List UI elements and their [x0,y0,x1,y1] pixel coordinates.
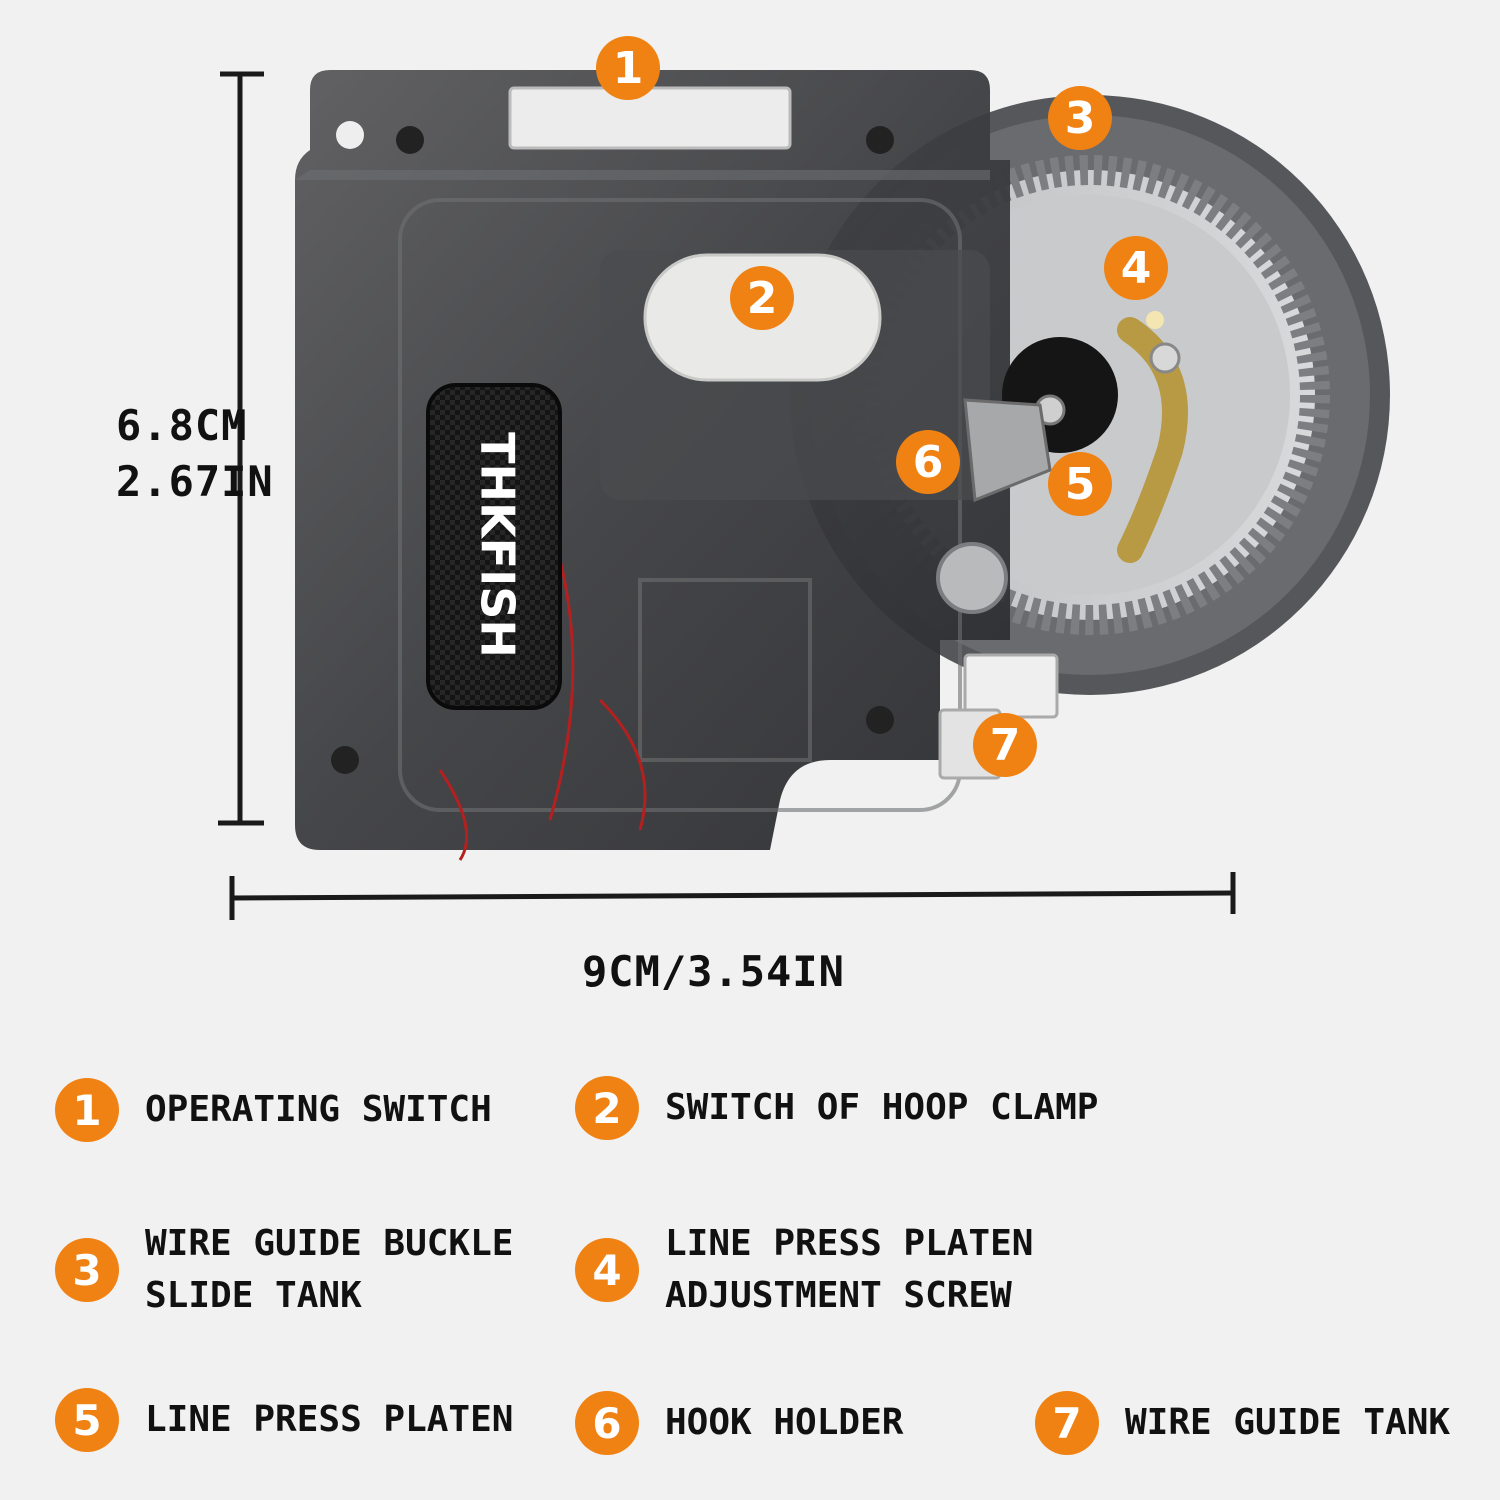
width-label: 9CM/3.54IN [582,947,845,996]
legend-item-7: 7 WIRE GUIDE TANK [1035,1391,1450,1455]
legend-badge: 3 [55,1238,119,1302]
legend-label-line: SLIDE TANK [145,1275,362,1316]
wire-guide-tank [963,653,1059,719]
height-label: 6.8CM 2.67IN [116,398,274,510]
legend-badge: 1 [55,1078,119,1142]
legend-label-line: SWITCH OF HOOP CLAMP [665,1087,1099,1128]
legend-label-line: WIRE GUIDE TANK [1125,1402,1451,1443]
legend-label-line: LINE PRESS PLATEN [145,1399,514,1440]
brand-logo-text: THKFISH [471,432,525,658]
operating-switch [508,86,792,150]
legend-badge: 7 [1035,1391,1099,1455]
callout-5: 5 [1048,452,1112,516]
legend-item-1: 1 OPERATING SWITCH [55,1078,492,1142]
callout-6: 6 [896,430,960,494]
legend-label: WIRE GUIDE TANK [1125,1397,1450,1449]
legend-label: LINE PRESS PLATEN [145,1394,513,1446]
brand-logo-plate: THKFISH [426,383,562,710]
legend-badge: 5 [55,1388,119,1452]
legend-item-4: 4 LINE PRESS PLATEN ADJUSTMENT SCREW [575,1218,1033,1322]
legend-item-6: 6 HOOK HOLDER [575,1391,903,1455]
legend-item-5: 5 LINE PRESS PLATEN [55,1388,513,1452]
height-in-text: 2.67IN [116,457,274,506]
legend-badge: 4 [575,1238,639,1302]
legend-badge: 6 [575,1391,639,1455]
legend-label: SWITCH OF HOOP CLAMP [665,1082,1098,1134]
legend-label-line: OPERATING SWITCH [145,1089,492,1130]
callout-2: 2 [730,266,794,330]
callout-4: 4 [1104,236,1168,300]
legend-label-line: ADJUSTMENT SCREW [665,1275,1012,1316]
height-dimension-line [218,71,264,826]
legend-label-line: LINE PRESS PLATEN [665,1223,1034,1264]
callout-1: 1 [596,36,660,100]
legend-label: HOOK HOLDER [665,1397,903,1449]
callout-3: 3 [1048,86,1112,150]
callout-7: 7 [973,713,1037,777]
bolt [936,542,1008,614]
legend-label-line: HOOK HOLDER [665,1402,904,1443]
legend-label-line: WIRE GUIDE BUCKLE [145,1223,514,1264]
legend-item-2: 2 SWITCH OF HOOP CLAMP [575,1076,1098,1140]
legend-item-3: 3 WIRE GUIDE BUCKLE SLIDE TANK [55,1218,513,1322]
legend-label: LINE PRESS PLATEN ADJUSTMENT SCREW [665,1218,1033,1322]
width-dimension-line [229,872,1236,920]
legend-badge: 2 [575,1076,639,1140]
height-cm-text: 6.8CM [116,401,248,450]
legend-label: OPERATING SWITCH [145,1084,492,1136]
legend-label: WIRE GUIDE BUCKLE SLIDE TANK [145,1218,513,1322]
